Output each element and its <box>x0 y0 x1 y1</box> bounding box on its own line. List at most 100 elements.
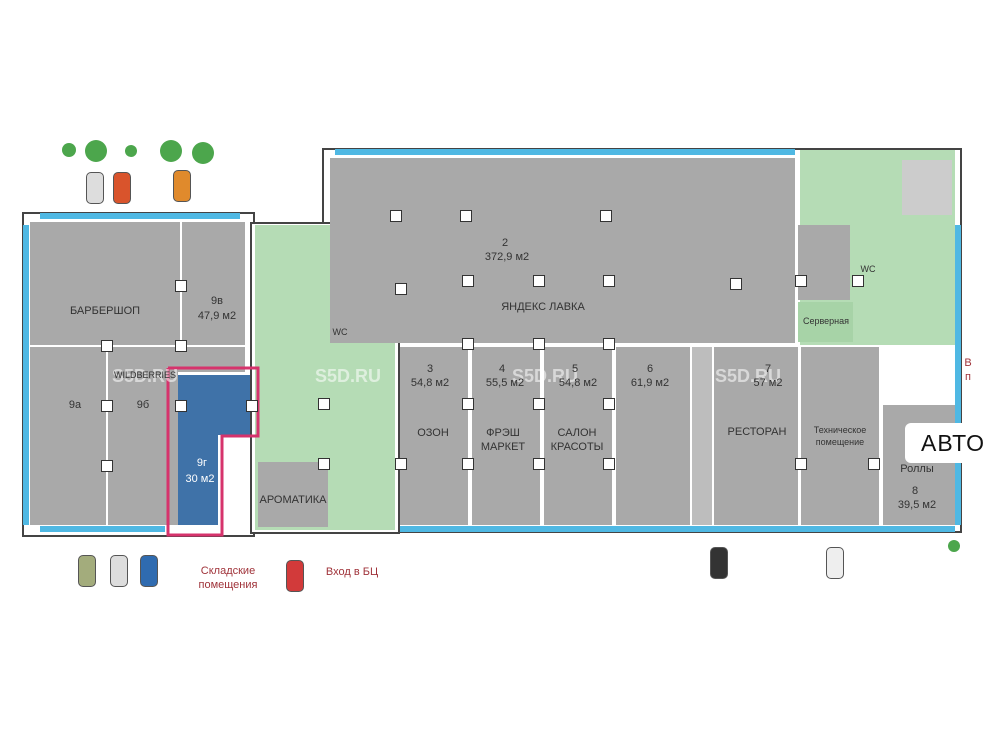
room-label: WC <box>860 264 876 274</box>
column <box>600 210 612 222</box>
room-2[interactable] <box>330 158 795 343</box>
car-icon <box>110 555 128 587</box>
tree-icon <box>192 142 214 164</box>
room-label: БАРБЕРШОП <box>69 305 141 317</box>
room-5[interactable] <box>544 347 612 525</box>
room-label: РЕСТОРАН <box>727 426 787 438</box>
column <box>462 398 474 410</box>
car-icon <box>113 172 131 204</box>
column <box>462 275 474 287</box>
room-4[interactable] <box>472 347 540 525</box>
entrance-label: Вход в БЦ <box>325 566 379 578</box>
room-tech[interactable] <box>801 347 879 525</box>
room-9g-selected[interactable] <box>178 375 250 435</box>
car-icon <box>826 547 844 579</box>
room-label: Роллы <box>900 463 934 475</box>
room-9g-selected-lower[interactable] <box>178 433 218 525</box>
window <box>400 526 955 532</box>
room-number: 4 <box>498 363 506 375</box>
room-7[interactable] <box>714 347 798 525</box>
watermark: S5D.RU <box>314 366 382 386</box>
room-9a[interactable] <box>30 347 106 525</box>
room-9v[interactable] <box>182 222 245 345</box>
room-area: 372,9 м2 <box>484 251 530 263</box>
room-number: 2 <box>501 237 509 249</box>
room-area: 54,8 м2 <box>558 377 598 389</box>
window <box>335 149 795 155</box>
car-icon <box>286 560 304 592</box>
column <box>603 275 615 287</box>
room-number: 9г <box>196 457 208 469</box>
side-entrance-label: В п <box>964 357 972 383</box>
room-area: 47,9 м2 <box>197 310 237 322</box>
column <box>603 398 615 410</box>
column <box>462 458 474 470</box>
column <box>390 210 402 222</box>
column <box>318 398 330 410</box>
corridor <box>692 347 712 525</box>
column <box>533 398 545 410</box>
room-area: 39,5 м2 <box>897 499 937 511</box>
room-area: 55,5 м2 <box>485 377 525 389</box>
car-icon <box>140 555 158 587</box>
storage-label: Складские помещения <box>198 565 258 591</box>
room-area: 54,8 м2 <box>410 377 450 389</box>
room-label: Техническое помещение <box>813 425 867 447</box>
column <box>395 458 407 470</box>
room-9b[interactable] <box>108 347 178 525</box>
room-label: ОЗОН <box>417 427 449 439</box>
room-3[interactable] <box>400 347 468 525</box>
room-area: 57 м2 <box>753 377 783 389</box>
column <box>868 458 880 470</box>
tree-icon <box>948 540 960 552</box>
watermark: S5D.RU <box>714 366 782 386</box>
column <box>462 338 474 350</box>
column <box>533 338 545 350</box>
room-label: WILDBERRIES <box>113 370 177 380</box>
car-icon <box>710 547 728 579</box>
room-label: Серверная <box>802 316 850 326</box>
window <box>40 526 165 532</box>
tree-icon <box>85 140 107 162</box>
room-6[interactable] <box>616 347 690 525</box>
room-number: 9в <box>211 295 223 307</box>
window <box>23 225 29 525</box>
column <box>395 283 407 295</box>
room-label: ФРЭШ МАРКЕТ <box>480 427 526 453</box>
overlay-label: АВТО <box>905 423 1000 463</box>
room-aromatika[interactable] <box>258 462 328 527</box>
tree-icon <box>62 143 76 157</box>
column <box>246 400 258 412</box>
room-server[interactable] <box>798 302 853 342</box>
room-label: WC <box>332 327 348 337</box>
column <box>603 458 615 470</box>
column <box>175 340 187 352</box>
column <box>852 275 864 287</box>
room-number: 3 <box>426 363 434 375</box>
room-label: САЛОН КРАСОТЫ <box>550 427 604 453</box>
room-area: 61,9 м2 <box>630 377 670 389</box>
room-small <box>798 225 850 300</box>
tree-icon <box>125 145 137 157</box>
watermark: S5D.RU <box>111 366 179 386</box>
watermark: S5D.RU <box>511 366 579 386</box>
room-area: 30 м2 <box>185 473 215 485</box>
stair-core <box>902 160 952 215</box>
column <box>101 340 113 352</box>
room-barbershop[interactable] <box>30 222 180 345</box>
room-number: 8 <box>911 485 919 497</box>
column <box>460 210 472 222</box>
car-icon <box>173 170 191 202</box>
room-label: АРОМАТИКА <box>259 494 327 506</box>
room-number: 9б <box>136 399 150 411</box>
column <box>730 278 742 290</box>
column <box>318 458 330 470</box>
tree-icon <box>160 140 182 162</box>
column <box>101 400 113 412</box>
column <box>603 338 615 350</box>
column <box>175 280 187 292</box>
room-number: 7 <box>764 363 772 375</box>
car-icon <box>78 555 96 587</box>
column <box>795 275 807 287</box>
